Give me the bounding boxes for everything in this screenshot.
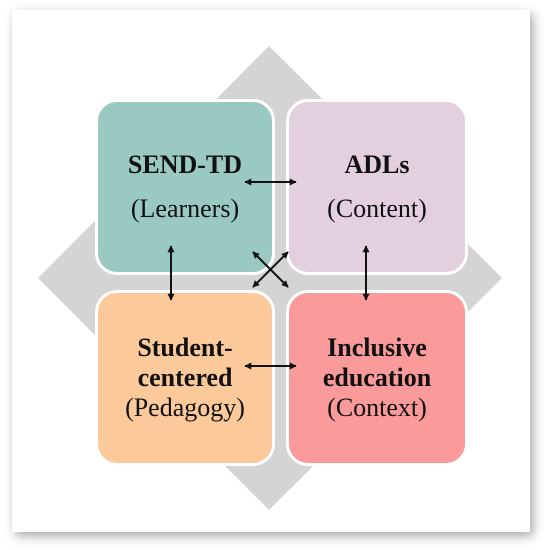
box-learners: SEND-TD (Learners) bbox=[95, 99, 275, 275]
pedagogy-title-line1: Student- bbox=[137, 333, 233, 362]
figure-frame: SEND-TD (Learners) ADLs (Content) Studen… bbox=[12, 10, 530, 532]
box-content: ADLs (Content) bbox=[286, 99, 468, 275]
content-subtitle: (Content) bbox=[327, 194, 427, 223]
context-title-line2: education bbox=[322, 363, 432, 392]
box-pedagogy: Student- centered (Pedagogy) bbox=[95, 290, 275, 466]
learners-subtitle: (Learners) bbox=[130, 194, 240, 223]
pedagogy-subtitle: (Pedagogy) bbox=[125, 393, 245, 422]
content-title: ADLs bbox=[344, 150, 410, 179]
context-subtitle: (Context) bbox=[327, 393, 427, 422]
learners-title: SEND-TD bbox=[127, 150, 243, 179]
box-context: Inclusive education (Context) bbox=[286, 290, 468, 466]
context-title-line1: Inclusive bbox=[327, 333, 427, 362]
pedagogy-title-line2: centered bbox=[137, 363, 233, 392]
